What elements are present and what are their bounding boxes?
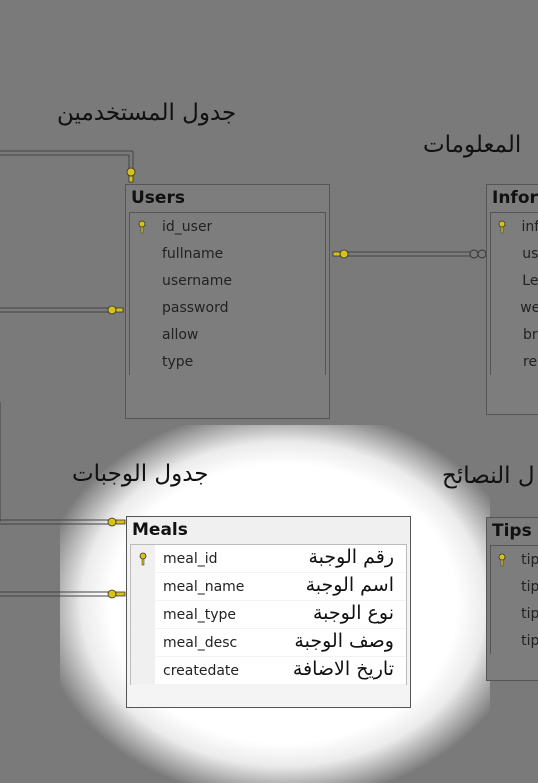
column-name: re (523, 353, 538, 370)
table-row[interactable]: meal_desc وصف الوجبة (131, 629, 406, 657)
table-row[interactable]: createdate تاريخ الاضافة (131, 657, 406, 685)
table-row[interactable]: meal_type نوع الوجبة (131, 601, 406, 629)
column-name: meal_type (163, 606, 236, 623)
table-row[interactable]: Le (491, 267, 538, 294)
column-name: type (162, 353, 194, 370)
table-row[interactable]: tip (491, 600, 538, 627)
key-icon (139, 552, 147, 565)
column-name: createdate (163, 662, 240, 679)
table-row[interactable]: fullname (130, 240, 325, 267)
table-row[interactable]: meal_name اسم الوجبة (131, 573, 406, 601)
info-caption: المعلومات (423, 132, 522, 158)
table-row[interactable]: id_user (130, 213, 325, 240)
column-name: br (523, 326, 538, 343)
table-row[interactable]: re (491, 348, 538, 375)
key-icon (498, 553, 506, 566)
column-name: Le (522, 272, 538, 289)
column-annotation: رقم الوجبة (308, 546, 395, 568)
column-annotation: وصف الوجبة (294, 630, 394, 652)
key-icon (138, 220, 146, 233)
column-name: we (520, 299, 538, 316)
table-row[interactable]: type (130, 348, 325, 375)
table-row[interactable]: tip (491, 546, 538, 573)
column-name: password (162, 299, 229, 316)
column-name: tip (521, 551, 538, 568)
tips-table-title: Tips (487, 518, 538, 545)
column-name: tip (521, 578, 538, 595)
table-row[interactable]: inf (491, 213, 538, 240)
column-annotation: نوع الوجبة (312, 602, 394, 624)
column-name: inf (521, 218, 538, 235)
users-table[interactable]: Users id_user fullname username password… (125, 184, 330, 419)
tips-caption: ل النصائح (442, 463, 535, 489)
column-name: meal_desc (163, 634, 238, 651)
column-name: tip (521, 605, 538, 622)
column-name: id_user (162, 218, 213, 235)
info-table-title: Infor (487, 185, 538, 212)
info-table[interactable]: Infor inf us Le we br re (486, 184, 538, 415)
column-name: tip (521, 632, 538, 649)
table-row[interactable]: we (491, 294, 538, 321)
column-name: allow (162, 326, 199, 343)
column-annotation: تاريخ الاضافة (292, 658, 394, 680)
table-row[interactable]: password (130, 294, 325, 321)
table-row[interactable]: br (491, 321, 538, 348)
column-name: meal_name (163, 578, 245, 595)
users-caption: جدول المستخدمين (57, 100, 237, 126)
table-row[interactable]: meal_id رقم الوجبة (131, 545, 406, 573)
users-table-title: Users (126, 185, 329, 212)
column-name: username (162, 272, 232, 289)
table-row[interactable]: us (491, 240, 538, 267)
meals-column-list: meal_id رقم الوجبة meal_name اسم الوجبة … (130, 544, 407, 685)
meals-table-title: Meals (127, 517, 410, 544)
column-name: fullname (162, 245, 224, 262)
info-column-list: inf us Le we br re (490, 212, 538, 375)
meals-caption: جدول الوجبات (72, 461, 209, 487)
table-row[interactable]: tip (491, 627, 538, 654)
key-icon (498, 220, 506, 233)
column-name: meal_id (163, 550, 218, 567)
column-annotation: اسم الوجبة (305, 574, 394, 596)
tips-table[interactable]: Tips tip tip tip tip (486, 517, 538, 681)
users-column-list: id_user fullname username password allow… (129, 212, 326, 375)
tips-column-list: tip tip tip tip (490, 545, 538, 654)
table-row[interactable]: allow (130, 321, 325, 348)
column-name: us (522, 245, 538, 262)
meals-table[interactable]: Meals meal_id رقم الوجبة meal_name اسم ا… (126, 516, 411, 708)
table-row[interactable]: username (130, 267, 325, 294)
table-row[interactable]: tip (491, 573, 538, 600)
